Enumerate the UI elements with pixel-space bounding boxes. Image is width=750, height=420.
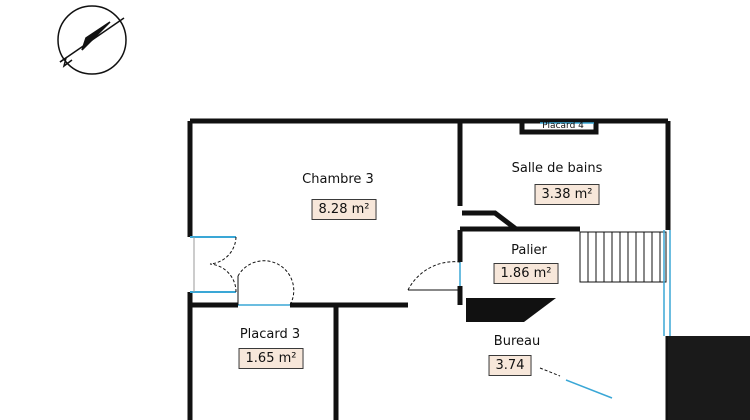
exterior-hatch xyxy=(668,336,750,420)
room-name-placard3: Placard 3 xyxy=(239,327,301,342)
door-placard3 xyxy=(237,260,295,306)
room-name-bureau: Bureau xyxy=(493,334,541,349)
window-right xyxy=(663,230,671,336)
door-left xyxy=(190,236,237,293)
room-name-palier: Palier xyxy=(511,243,547,258)
door-palier xyxy=(407,261,461,291)
room-name-chambre3: Chambre 3 xyxy=(302,172,374,187)
placard4-niche xyxy=(519,118,599,135)
salle-wall-stub xyxy=(462,210,518,231)
compass-icon xyxy=(57,5,127,75)
room-area-placard3: 1.65 m² xyxy=(238,348,304,369)
room-name-salle: Salle de bains xyxy=(511,161,603,176)
room-area-salle: 3.38 m² xyxy=(534,184,600,205)
room-area-palier: 1.86 m² xyxy=(493,263,559,284)
room-area-chambre3: 8.28 m² xyxy=(311,199,377,220)
staircase xyxy=(579,231,667,283)
label-placard4: Placard 4 xyxy=(542,121,584,131)
room-area-bureau: 3.74 xyxy=(488,355,532,376)
door-bureau xyxy=(539,367,613,399)
stair-slab xyxy=(466,298,556,322)
